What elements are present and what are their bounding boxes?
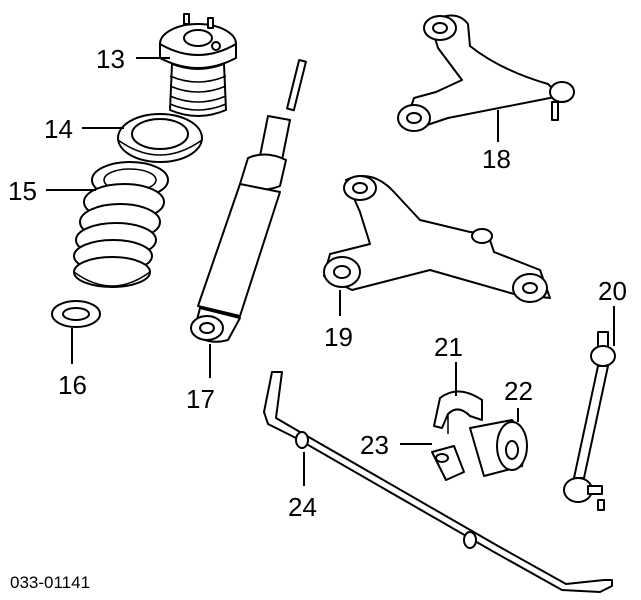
part-13-shock-mount bbox=[159, 13, 237, 117]
part-18-upper-control-arm bbox=[397, 14, 575, 132]
callout-15: 15 bbox=[8, 176, 37, 206]
part-17-shock-absorber bbox=[190, 59, 307, 343]
callout-19: 19 bbox=[324, 322, 353, 352]
callout-18: 18 bbox=[482, 144, 511, 174]
part-23-bracket-bolt bbox=[431, 445, 465, 481]
part-24-stabilizer-bar bbox=[263, 371, 613, 593]
callout-labels: 13 14 15 16 17 18 19 20 21 22 23 24 033-… bbox=[8, 44, 627, 592]
callout-24: 24 bbox=[288, 492, 317, 522]
part-19-lower-control-arm bbox=[323, 175, 551, 303]
callout-13: 13 bbox=[96, 44, 125, 74]
callout-23: 23 bbox=[360, 430, 389, 460]
part-14-spring-seat bbox=[117, 113, 203, 163]
callout-16: 16 bbox=[58, 370, 87, 400]
callout-17: 17 bbox=[186, 384, 215, 414]
callout-22: 22 bbox=[504, 376, 533, 406]
callout-14: 14 bbox=[44, 114, 73, 144]
diagram-code: 033-01141 bbox=[10, 573, 90, 592]
leader-lines bbox=[46, 57, 615, 486]
callout-21: 21 bbox=[434, 332, 463, 362]
part-16-washer bbox=[51, 300, 101, 328]
part-15-coil-spring bbox=[73, 161, 169, 288]
part-22-stabilizer-bushing bbox=[469, 419, 528, 477]
part-20-stabilizer-link bbox=[563, 331, 616, 511]
callout-20: 20 bbox=[598, 276, 627, 306]
